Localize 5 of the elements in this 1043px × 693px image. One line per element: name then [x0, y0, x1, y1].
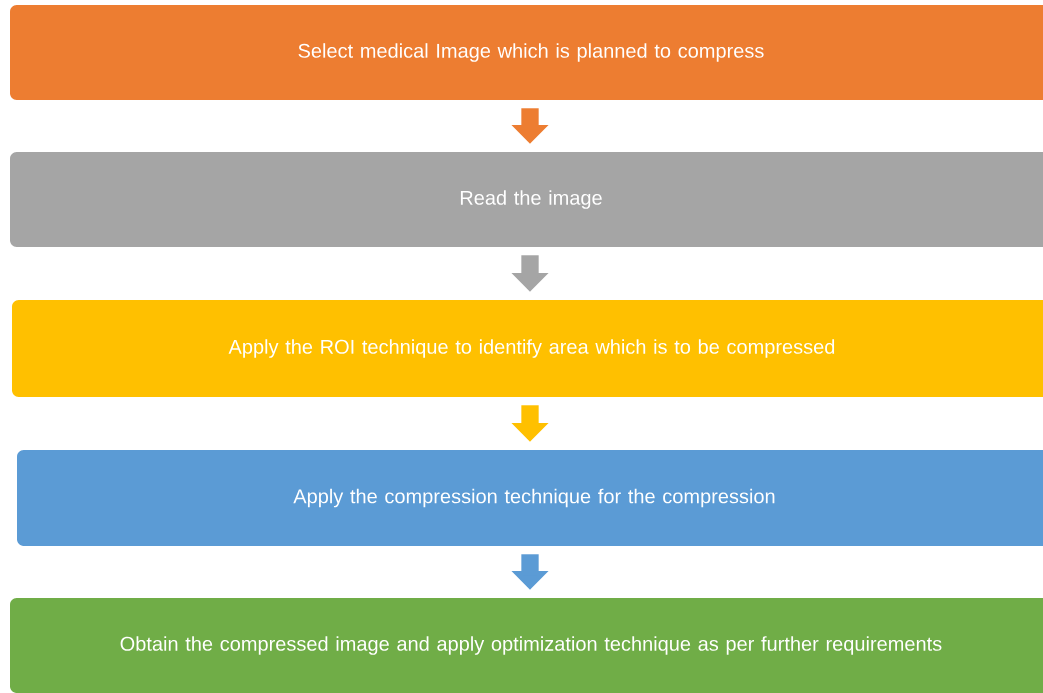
- process-box: Apply the ROI technique to identify area which is to be compressed: [12, 300, 1043, 397]
- process-box: Read the image: [10, 152, 1043, 247]
- process-box: Obtain the compressed image and apply optimization technique as per further requirements: [10, 598, 1043, 693]
- process-box: Select medical Image which is planned to compress: [10, 5, 1043, 100]
- process-box: Apply the compression technique for the compression: [17, 450, 1043, 546]
